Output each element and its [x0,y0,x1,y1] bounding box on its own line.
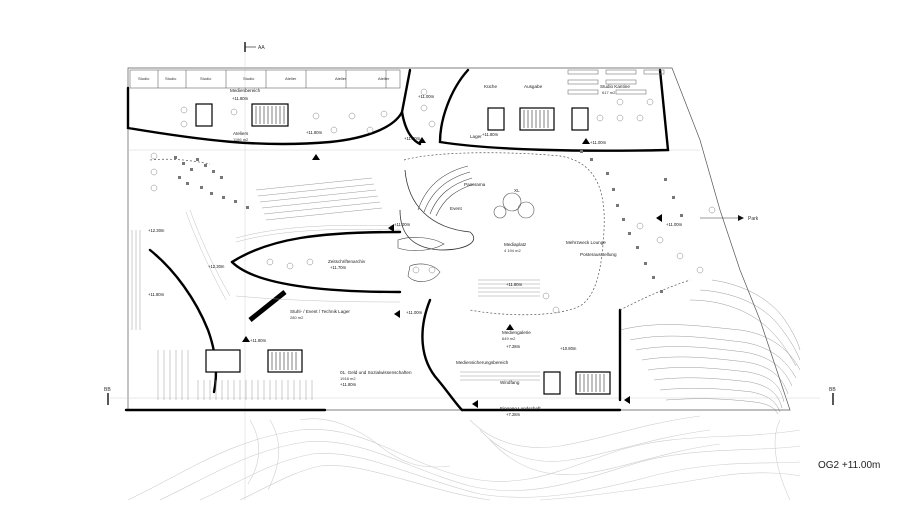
label-mediengalerie-area: 649 m2 [502,336,516,341]
level-1100-d: +11.00m [394,222,411,227]
section-mark-bb-left: BB [104,387,111,405]
level-caption: OG2 +11.00m [818,460,881,471]
level-1180-g: +11.80m [340,382,357,387]
structural-axes [110,45,820,500]
studio-label-3: Studio [200,76,212,81]
level-728: +7.28m [506,344,521,349]
desk-rows [131,177,540,400]
level-labels: +11.80m +11.80m +11.80m +11.00m +11.00m … [148,94,683,417]
core-stair-hatching [255,106,605,392]
label-mediengalerie: Mediengalerie [502,330,531,335]
level-1170: +11.70m [330,265,347,270]
studio-label-1: Studio [138,76,150,81]
section-label-bb-right: BB [829,387,836,393]
label-sicherung: Mediensicherungsbereich [456,360,509,365]
level-1180-b: +11.80m [306,130,323,135]
park-direction-arrow: Park [700,215,759,222]
label-ausgabe: Ausgabe [524,84,543,89]
level-1180-d: +11.80m [148,292,165,297]
label-mediaplatz: Mediaplatz [504,242,527,247]
studio-label-2: Studio [165,76,177,81]
label-geld-1: 01. Geld und Sozialwissenschaften [340,370,412,375]
label-geld-2: 1918 m2 [340,376,356,381]
label-xl: XL [514,188,520,193]
level-1180-a: +11.80m [232,96,249,101]
mediaplatz-fans [397,237,445,282]
level-1180-e: +11.80m [250,338,267,343]
label-mediaplatz-area: 4 194 m2 [504,248,521,253]
studio-label-4: Studio [243,76,255,81]
level-1100-e: +11.00m [406,310,423,315]
level-1180-f: +11.80m [506,282,523,287]
label-kantine: Studio Kantine [600,84,630,89]
label-kantine-area: 617 m2 [602,90,616,95]
label-eingang: Eingang Landschaft [500,406,541,411]
section-label-aa: AA [258,45,265,51]
furniture-seating [174,150,683,293]
label-zeitschriften: Zeitschriftenarchiv [328,259,366,264]
label-panorama: Panorama [464,182,486,187]
landscape-contours-bottom [127,415,801,501]
panorama-tiers [417,165,475,217]
park-label: Park [748,216,759,222]
label-ateliers-area: 1186 m2 [233,137,249,142]
section-mark-bb-right: BB [829,387,836,405]
level-1100-a: +11.00m [418,94,435,99]
label-medienbereich: Medienbereich [230,88,261,93]
studio-label-7: Atelier [378,76,390,81]
label-event: Event [450,206,462,211]
circulation-dashed [149,152,691,316]
label-posterausstellung: Posterausstellung [580,252,617,257]
ramp-striations [185,209,401,303]
kantine-table-rows [567,69,665,95]
level-728b: +7.28m [506,412,521,417]
label-lounge: Mehrzweck Lounge [566,240,606,245]
label-stuhl-lager-area: 280 m2 [290,315,304,320]
section-mark-aa: AA [244,42,265,52]
event-lobe [399,169,475,251]
level-1100-c: +11.00m [590,140,607,145]
section-label-bb-left: BB [104,387,111,393]
furniture-tables [150,88,716,314]
label-ateliers: Ateliers [233,131,249,136]
level-1100-b: +11.00m [404,136,421,141]
studio-label-5: Atelier [285,76,297,81]
studio-label-6: Atelier [335,76,347,81]
level-1080: +10.80m [560,346,577,351]
level-1100-f: +11.00m [666,222,683,227]
studio-strip [129,69,401,89]
direction-markers [242,137,662,408]
label-kueche: Küche [484,84,497,89]
studio-labels: Studio Studio Studio Studio Atelier Atel… [138,76,390,81]
landscape-contours-right [619,279,801,415]
level-1230: +12.30m [148,228,165,233]
room-labels: Medienbereich Ateliers 1186 m2 Küche Aus… [230,84,630,411]
service-cores [195,103,611,395]
level-1280: +12.30m [208,264,225,269]
site-boundary [127,67,791,411]
building-walls [124,68,670,412]
label-stuhl-lager: Stuhl- / Event / Technik Lager [290,309,350,314]
label-windfang: Windfang [500,380,520,385]
stage-bar [248,290,287,322]
label-lager: Lager [470,134,482,139]
level-1180-c: +11.80m [482,132,499,137]
xl-pods [493,192,535,219]
